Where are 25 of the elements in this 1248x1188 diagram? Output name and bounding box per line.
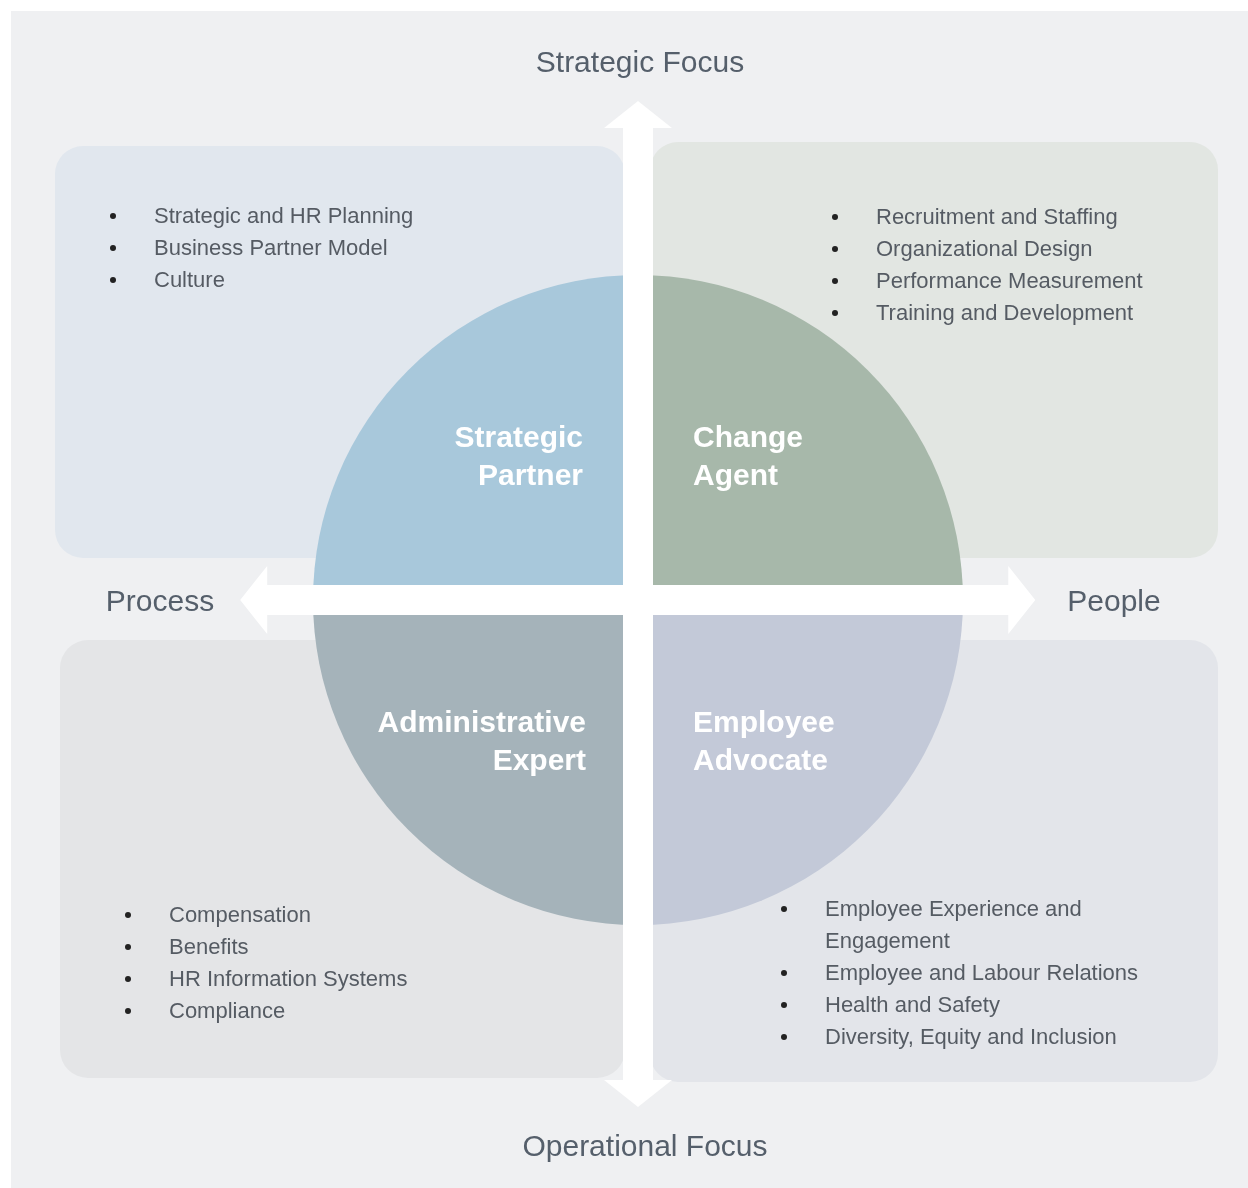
- role-label: Change Agent: [693, 419, 804, 493]
- list-item: Recruitment and Staffing: [876, 203, 1118, 231]
- block-arrow: [240, 566, 1036, 634]
- role-label: Strategic Partner: [453, 419, 583, 493]
- list-item: Compensation: [169, 901, 311, 929]
- axis-label: Operational Focus: [522, 1129, 768, 1163]
- list-item: Employee and Labour Relations: [825, 959, 1139, 987]
- list-item: Benefits: [169, 933, 249, 961]
- list-item: Business Partner Model: [154, 234, 388, 262]
- list-item: Organizational Design: [876, 235, 1093, 263]
- axis-label: Strategic Focus: [535, 45, 745, 79]
- list-item: Diversity, Equity and Inclusion: [825, 1023, 1117, 1051]
- block-arrow: [604, 101, 672, 1107]
- list-item: HR Information Systems: [169, 965, 408, 993]
- role-label: Employee Advocate: [693, 704, 836, 778]
- axis-label: People: [1067, 584, 1161, 618]
- list-item: Training and Development: [876, 299, 1134, 327]
- list-item: Strategic and HR Planning: [154, 202, 414, 230]
- list-item: Employee Experience and Engagement: [825, 895, 1083, 955]
- axis-label: Process: [105, 584, 215, 618]
- list-item: Performance Measurement: [876, 267, 1143, 295]
- list-item: Health and Safety: [825, 991, 1000, 1019]
- role-label: Administrative Expert: [376, 704, 586, 778]
- list-item: Compliance: [169, 997, 286, 1025]
- list-item: Culture: [154, 266, 225, 294]
